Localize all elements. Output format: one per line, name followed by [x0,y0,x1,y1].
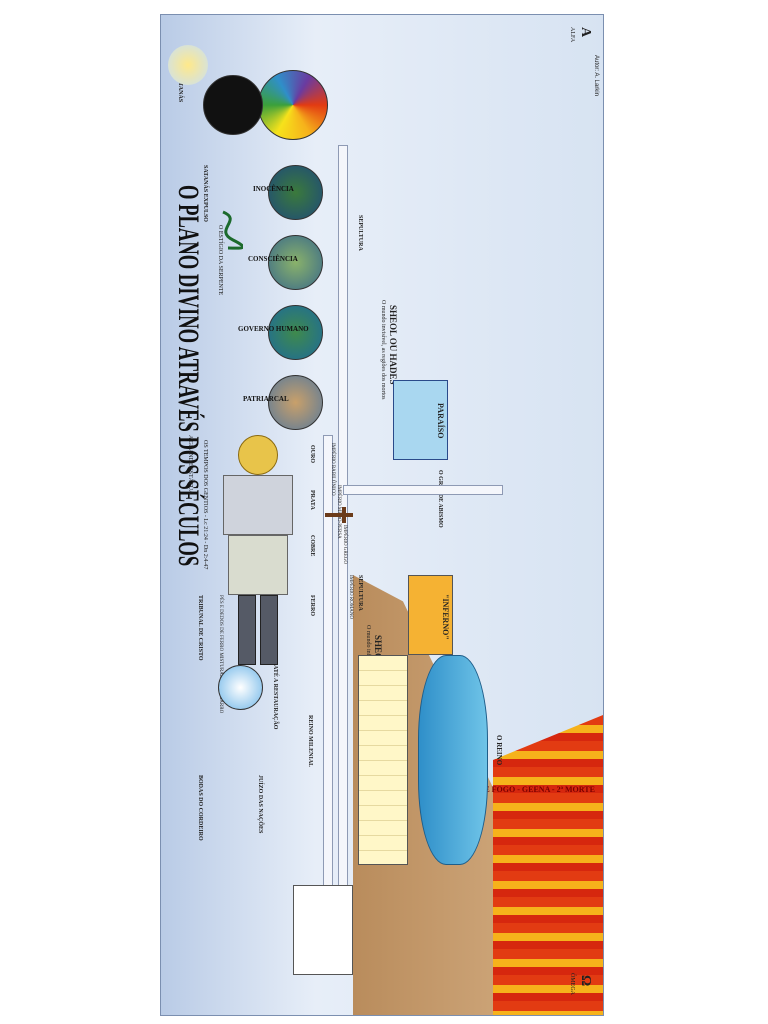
statue-chest-label: PRATA [309,490,315,510]
statue-belly-label: COBRE [309,535,315,557]
paradise-box: PARAÍSO [393,380,448,460]
restoration-circle [218,665,263,710]
statue-times-label: OS TEMPOS DOS GENTIOS - Lc 21:24 - Dn 2:… [202,440,208,570]
dispensation-innocence-label: INOCÊNCIA [253,185,294,193]
alpha-label: ALFA [569,27,575,43]
cross-channel [343,485,503,495]
dispensation-conscience-label: CONSCIÊNCIA [248,255,298,263]
kingdom-label: O REINO [495,735,503,766]
dispensation-patriarchal-label: PATRIARCAL [243,395,289,403]
throne-glow [168,45,208,85]
chart-landscape-frame: O PLANO DIVINO ATRAVÉS DOS SÉCULOS LAGO … [161,15,603,1015]
satan-expelled-label: SATANÁS EXPULSO [202,165,208,222]
paradise-label: PARAÍSO [436,403,445,439]
eternal-state-box [293,885,353,975]
darkness-disk [203,75,263,135]
statue-head-label: OURO [309,445,315,463]
sepultura-right-label: SEPULTURA [357,575,363,611]
divine-plan-chart: O PLANO DIVINO ATRAVÉS DOS SÉCULOS LAGO … [160,14,604,1016]
daniel-statue [213,435,303,675]
empire-greek: IMPÉRIO GREGO [342,525,347,565]
cross-icon [325,507,353,523]
judgment-nations-label: JUÍZO DAS NAÇÕES [257,775,263,834]
inferno-label: "INFERNO" [441,594,450,640]
millennial-ages-columns [358,655,408,865]
millennial-reign-label: REINO MILENIAL [307,715,313,768]
empire-babylonian: IMPÉRIO BABILÔNICO [330,443,335,496]
statue-head-gold [238,435,278,475]
serpent-icon [222,210,243,250]
inferno-box: "INFERNO" [408,575,453,655]
alpha-symbol: A [578,27,593,38]
empire-roman: IMPÉRIO ROMANO [348,575,353,620]
sheol-left-sub: O mundo invisível, as regiões dos mortos [380,300,386,400]
omega-symbol: Ω [578,975,593,987]
wedding-label: BODAS DO CORDEIRO [197,775,203,841]
statue-leg-iron-2 [238,595,256,665]
sepultura-left-label: SEPULTURA [357,215,363,251]
statue-stone-label: A GRANDE ESTÁTUA [187,435,193,495]
credits-label: Autor: A. Larkin [593,55,599,97]
kingdom-lake [418,655,488,865]
sheol-left-heading: SHEOL OU HADES [388,305,398,385]
statue-leg-iron-1 [260,595,278,665]
great-abyss-label: O GRANDE ABISMO [437,470,443,528]
statue-legs-label: FERRO [309,595,315,616]
lake-of-fire-region [493,715,603,1015]
omega-label: ÔMEGA [569,973,575,995]
statue-chest-silver [223,475,293,535]
tribunal-label: TRIBUNAL DE CRISTO [197,595,203,661]
statue-belly-bronze [228,535,288,595]
creation-disk [258,70,328,140]
dispensation-human-government-label: GOVERNO HUMANO [238,325,309,333]
restoration-label: ATÉ A RESTAURAÇÃO [272,665,278,730]
